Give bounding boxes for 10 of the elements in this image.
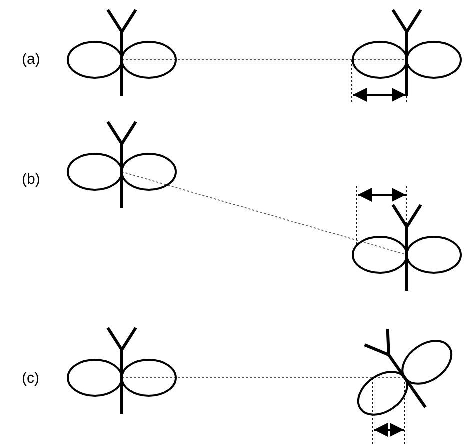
reference-line bbox=[122, 172, 408, 256]
panel-label: (c) bbox=[22, 371, 40, 386]
panel-label: (a) bbox=[22, 52, 40, 67]
antenna-drawing bbox=[358, 328, 452, 416]
antenna-drawing bbox=[67, 8, 177, 98]
antenna-drawing bbox=[67, 120, 177, 210]
antenna-drawing bbox=[352, 204, 462, 292]
antenna-drawing bbox=[352, 8, 462, 98]
antenna-drawing bbox=[67, 326, 177, 416]
panel-label: (b) bbox=[22, 172, 40, 187]
